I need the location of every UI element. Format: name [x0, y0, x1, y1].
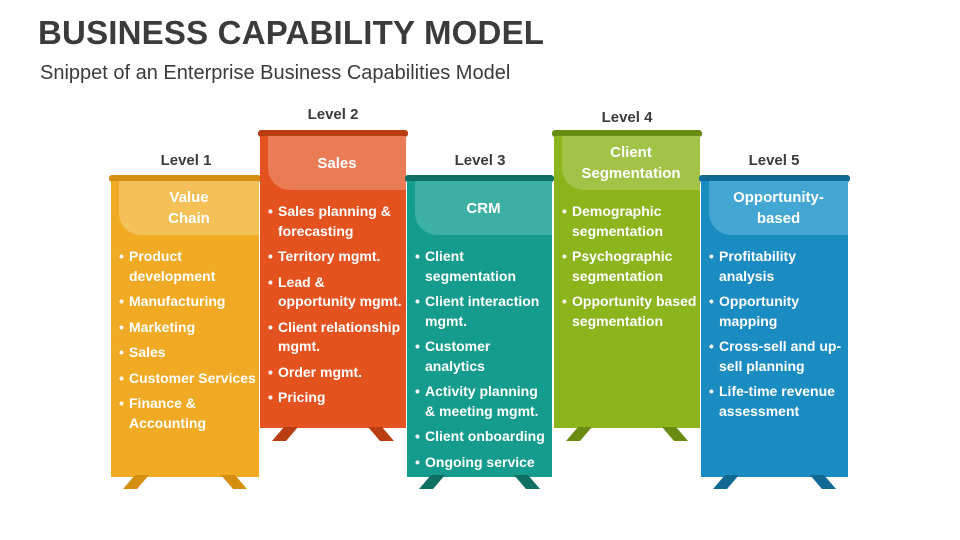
list-item: Life-time revenue assessment	[709, 382, 846, 421]
banner-stand	[407, 475, 552, 489]
level-label-1: Level 1	[160, 152, 212, 169]
list-item: Product development	[119, 247, 257, 286]
level-label-2: Level 2	[307, 106, 359, 123]
heading-line: based	[756, 210, 801, 227]
banner-stand	[701, 475, 848, 489]
stand-leg-right	[221, 475, 247, 489]
banner-rod	[109, 175, 261, 182]
list-item: Order mgmt.	[268, 363, 404, 383]
list-item: Pricing	[268, 388, 404, 408]
list-item: Sales planning & forecasting	[268, 202, 404, 241]
list-item: Marketing	[119, 318, 257, 338]
list-item: Client onboarding	[415, 427, 550, 447]
capability-list: Client segmentation Client interaction m…	[415, 247, 550, 478]
list-item: Client interaction mgmt.	[415, 292, 550, 331]
page-subtitle: Snippet of an Enterprise Business Capabi…	[40, 62, 511, 84]
list-item: Customer analytics	[415, 337, 550, 376]
list-item: Client segmentation	[415, 247, 550, 286]
banner-heading: Value Chain	[119, 181, 259, 235]
page-title: BUSINESS CAPABILITY MODEL	[38, 14, 545, 51]
banner-heading: Sales	[268, 136, 406, 190]
capability-list: Product development Manufacturing Market…	[119, 247, 257, 439]
heading-line: Client	[610, 144, 652, 161]
list-item: Client relationship mgmt.	[268, 318, 404, 357]
stand-leg-right	[514, 475, 540, 489]
list-item: Activity planning & meeting mgmt.	[415, 382, 550, 421]
list-item: Psychographic segmentation	[562, 247, 698, 286]
stand-leg-right	[662, 427, 688, 441]
banner-rod	[699, 175, 850, 182]
banner-panel: Client Segmentation Demographic segmenta…	[554, 136, 700, 428]
banner-heading: Client Segmentation	[562, 136, 700, 190]
banner-panel: Sales Sales planning & forecasting Terri…	[260, 136, 406, 428]
list-item: Cross-sell and up-sell planning	[709, 337, 846, 376]
level-label-5: Level 5	[748, 152, 800, 169]
list-item: Opportunity mapping	[709, 292, 846, 331]
banner-stand	[554, 427, 700, 441]
capability-list: Demographic segmentation Psychographic s…	[562, 202, 698, 337]
heading-line: Chain	[168, 210, 210, 227]
banner-heading: CRM	[415, 181, 552, 235]
stand-leg-left	[272, 427, 298, 441]
heading-line: Value	[169, 189, 209, 206]
banner-rod	[405, 175, 554, 182]
stand-leg-left	[713, 475, 739, 489]
list-item: Manufacturing	[119, 292, 257, 312]
banner-panel: CRM Client segmentation Client interacti…	[407, 181, 552, 477]
heading-line: Segmentation	[581, 165, 681, 182]
stand-leg-left	[566, 427, 592, 441]
list-item: Sales	[119, 343, 257, 363]
banner-rod	[552, 130, 702, 137]
stand-leg-right	[368, 427, 394, 441]
banner-stand	[260, 427, 406, 441]
banner-panel: Value Chain Product development Manufact…	[111, 181, 259, 477]
heading-line: Sales	[317, 154, 357, 172]
list-item: Lead & opportunity mgmt.	[268, 273, 404, 312]
list-item: Profitability analysis	[709, 247, 846, 286]
level-label-4: Level 4	[601, 109, 653, 126]
list-item: Finance & Accounting	[119, 394, 257, 433]
banner-stand	[111, 475, 259, 489]
list-item: Ongoing service	[415, 453, 550, 473]
list-item: Demographic segmentation	[562, 202, 698, 241]
stand-leg-right	[810, 475, 836, 489]
list-item: Customer Services	[119, 369, 257, 389]
capability-list: Sales planning & forecasting Territory m…	[268, 202, 404, 414]
capability-list: Profitability analysis Opportunity mappi…	[709, 247, 846, 427]
banner-heading: Opportunity- based	[709, 181, 848, 235]
banner-rod	[258, 130, 408, 137]
list-item: Opportunity based segmentation	[562, 292, 698, 331]
stand-leg-left	[419, 475, 445, 489]
heading-line: Opportunity-	[733, 189, 824, 206]
level-label-3: Level 3	[454, 152, 506, 169]
banner-panel: Opportunity- based Profitability analysi…	[701, 181, 848, 477]
list-item: Territory mgmt.	[268, 247, 404, 267]
stand-leg-left	[123, 475, 149, 489]
heading-line: CRM	[466, 199, 501, 217]
